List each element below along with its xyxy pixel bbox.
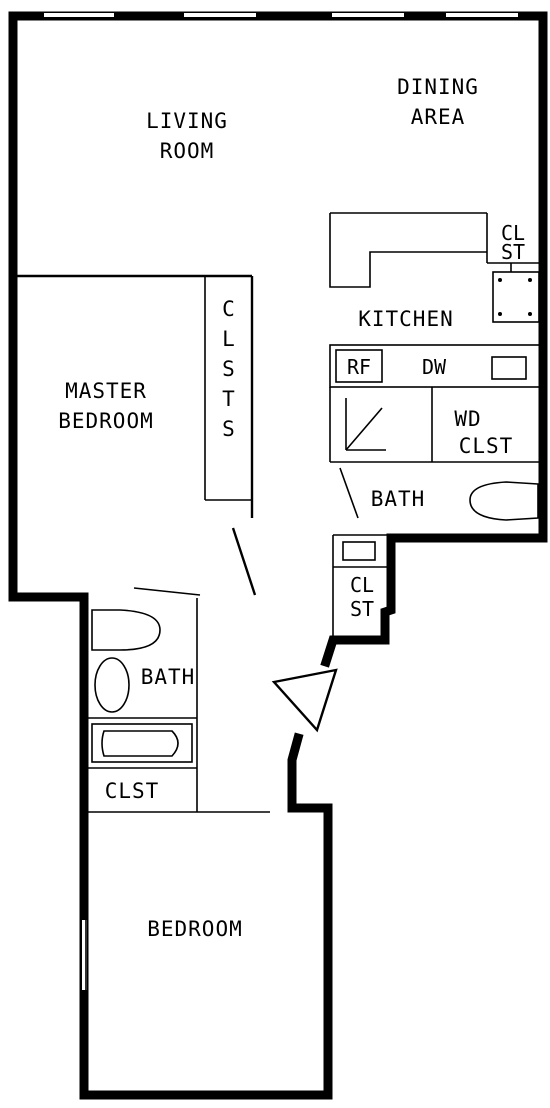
bedroom-window <box>82 920 87 990</box>
living-room-label: LIVING <box>146 109 228 133</box>
kitchen-closet-label-2: ST <box>501 240 525 264</box>
kitchen-label: KITCHEN <box>358 307 454 331</box>
exterior-walls <box>8 11 548 1100</box>
refrigerator-label: RF <box>347 355 371 379</box>
master-bedroom-label: MASTER <box>65 379 147 403</box>
living-room-label-2: ROOM <box>160 139 215 163</box>
kitchen-counters <box>329 212 541 388</box>
dining-area-label: DINING <box>397 75 479 99</box>
wd-closet-label: WD <box>454 407 481 431</box>
closets-letter-t: T <box>222 387 236 411</box>
hall-closet-label: CL <box>350 573 374 597</box>
hall-closet <box>332 534 390 636</box>
lower-closet-label: CLST <box>105 779 160 803</box>
dining-area-label-2: AREA <box>411 105 466 129</box>
closets-letter-s2: S <box>222 417 236 441</box>
upper-bath <box>329 387 540 521</box>
dishwasher-label: DW <box>422 355 447 379</box>
master-bedroom-label-2: BEDROOM <box>58 409 154 433</box>
master-bedroom-walls <box>14 274 257 596</box>
bedroom-label: BEDROOM <box>147 917 243 941</box>
lower-bath-fixtures <box>91 609 193 763</box>
closets-letter-s: S <box>222 357 236 381</box>
closets-letter-l: L <box>222 327 236 351</box>
wd-closet-label-2: CLST <box>459 434 514 458</box>
upper-bath-label: BATH <box>371 487 426 511</box>
entry-arrow <box>271 668 338 733</box>
kitchen-closet-label: CL <box>501 221 525 245</box>
hall-closet-label-2: ST <box>350 597 374 621</box>
closets-letter-c: C <box>222 297 236 321</box>
lower-bath-label: BATH <box>141 665 196 689</box>
lower-bath-walls <box>86 587 270 813</box>
top-windows <box>44 13 518 17</box>
